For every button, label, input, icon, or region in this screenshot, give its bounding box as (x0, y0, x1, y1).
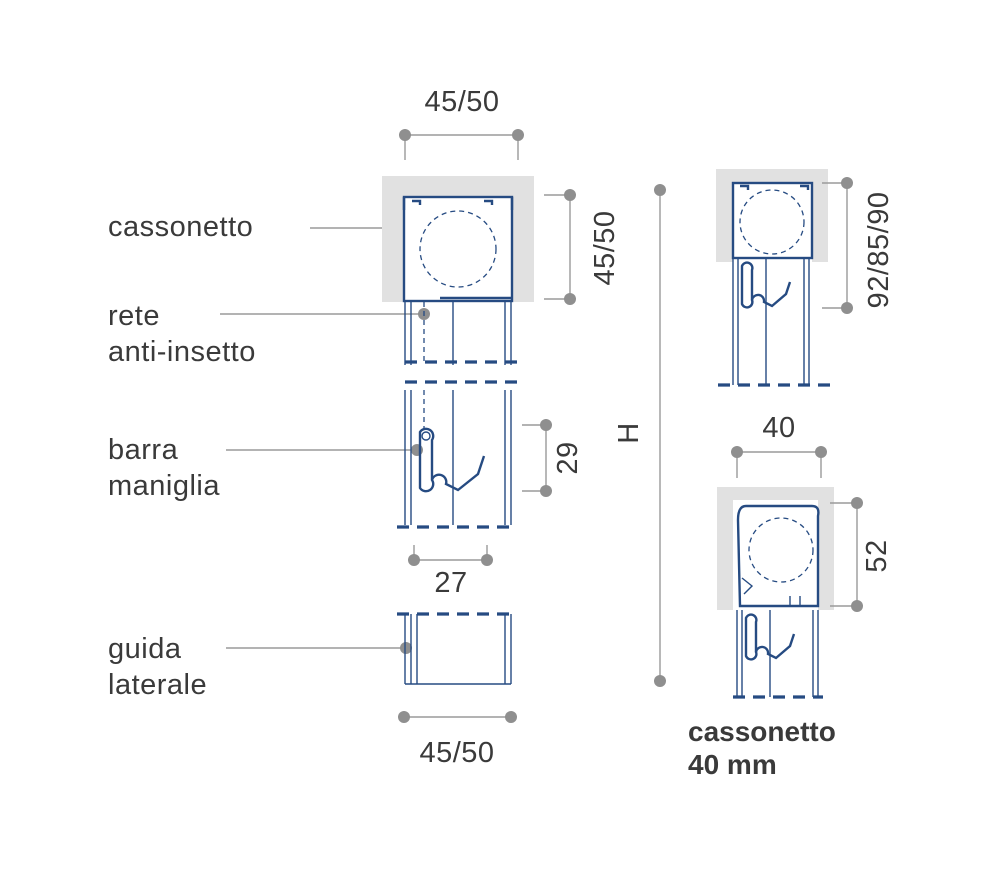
dim-right-box2-height: 52 (861, 539, 893, 572)
dim-right-width: 40 (762, 412, 795, 444)
right-cassonetto-housing (716, 169, 828, 262)
dim-right-box-height: 92/85/90 (863, 192, 895, 309)
barra-section (397, 390, 515, 529)
leader-barra (226, 444, 423, 456)
dim-inner-width-line (408, 545, 493, 566)
rete-upper (404, 302, 522, 384)
leader-rete (220, 308, 430, 320)
right-cassonetto-40-housing (717, 487, 834, 610)
dim-handle-height-line (522, 419, 552, 497)
right-rete-section (718, 258, 838, 387)
dim-box-height-line (544, 189, 576, 305)
caption-line1: cassonetto (688, 716, 836, 747)
dim-right-box-height-line (822, 177, 853, 314)
label-cassonetto: cassonetto (108, 211, 253, 243)
dim-right-box2-height-line (830, 497, 863, 612)
label-barra-line1: barra (108, 434, 179, 466)
label-guida-line2: laterale (108, 669, 207, 701)
dim-top-width: 45/50 (424, 86, 499, 118)
dim-total-height: H (613, 422, 645, 443)
label-rete-line2: anti-insetto (108, 336, 256, 368)
label-guida-line1: guida (108, 633, 182, 665)
label-rete-line1: rete (108, 300, 160, 332)
dim-total-height-line (654, 184, 666, 687)
dim-bottom-width: 45/50 (419, 737, 494, 769)
dim-inner-width: 27 (434, 567, 467, 599)
dim-handle-height: 29 (552, 441, 584, 474)
dim-top-width-line (399, 129, 524, 160)
leader-guida (226, 642, 412, 654)
right-bottom-rete (733, 610, 823, 699)
label-barra-line2: maniglia (108, 470, 220, 502)
dim-bottom-width-line (398, 711, 517, 723)
dim-box-height: 45/50 (589, 210, 621, 285)
caption-line2: 40 mm (688, 749, 777, 780)
cassonetto-housing (382, 176, 534, 303)
dim-right-width-line (731, 446, 827, 478)
guida-section (397, 612, 515, 685)
